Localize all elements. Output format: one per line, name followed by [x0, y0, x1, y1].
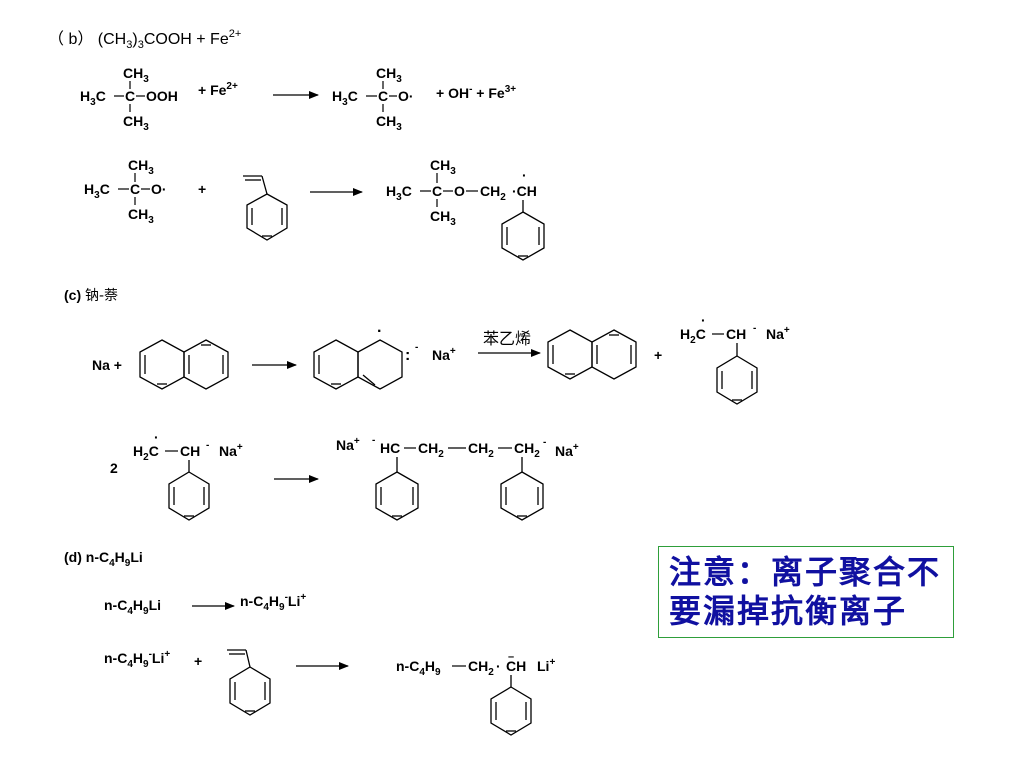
- living-anion-product: n-C4H9 CH2 · CH – Li+: [396, 651, 555, 678]
- note-line-2: 要漏掉抗衡离子: [669, 592, 908, 630]
- svg-text:CH: CH: [506, 658, 526, 674]
- svg-text:O: O: [454, 183, 465, 199]
- styrene-anion-phenyl-ring-2: [168, 460, 210, 521]
- naphthalene-product: [547, 329, 637, 380]
- styrene-molecule: [243, 175, 288, 241]
- svg-text:–: –: [508, 651, 514, 663]
- section-d-label: (d) n-C4H9Li: [64, 549, 143, 569]
- radical-dot: ·: [377, 323, 382, 340]
- living-anion-phenyl-ring: [490, 675, 532, 736]
- svg-text:·: ·: [522, 167, 527, 183]
- sodium-counterion: Na+: [432, 346, 456, 363]
- byproducts-oh-fe3: + OH- + Fe3+: [436, 84, 516, 101]
- arrow-label-styrene: 苯乙烯: [483, 330, 531, 348]
- tbuo-radical-2: CH3 H3C C O· CH3: [84, 157, 167, 226]
- svg-text:HC: HC: [380, 440, 400, 456]
- svg-text:OOH: OOH: [146, 88, 178, 104]
- sodium-reagent: Na +: [92, 357, 122, 373]
- styrene-dimer-dianion: Na+ - HC CH2 CH2 CH2 - Na+: [336, 435, 579, 460]
- adduct-phenyl-ring: [501, 200, 545, 261]
- svg-text:-: -: [753, 323, 756, 334]
- svg-text:CH2: CH2: [468, 658, 494, 678]
- svg-text:H3C: H3C: [332, 88, 358, 108]
- stoichiometric-coefficient: 2: [110, 460, 118, 476]
- svg-text:H3C: H3C: [80, 88, 106, 108]
- styrene-molecule-d: [227, 649, 271, 716]
- styrene-radical-anion-2: H2C · CH - Na+: [133, 429, 243, 463]
- section-c-label: (c) 钠-萘: [64, 287, 118, 304]
- carbanion-lone-pair: :: [405, 347, 410, 364]
- svg-text:C: C: [378, 88, 388, 104]
- fe2-reagent: + Fe2+: [198, 81, 238, 98]
- svg-text:CH: CH: [726, 326, 746, 342]
- dianion-phenyl-ring-right: [500, 457, 544, 521]
- dianion-phenyl-ring-left: [375, 457, 419, 521]
- svg-text:·: ·: [154, 429, 159, 445]
- svg-text:H3C: H3C: [84, 181, 110, 201]
- svg-text:H2C: H2C: [133, 443, 159, 463]
- svg-text:CH3: CH3: [376, 65, 402, 85]
- svg-text:CH3: CH3: [430, 157, 456, 177]
- svg-text:-: -: [543, 437, 546, 448]
- svg-text:·: ·: [496, 658, 501, 674]
- svg-text:C: C: [125, 88, 135, 104]
- svg-text:CH2: CH2: [468, 440, 494, 460]
- svg-text:-: -: [372, 435, 375, 446]
- svg-text:-: -: [206, 440, 209, 451]
- svg-text:CH: CH: [180, 443, 200, 459]
- section-b-label: （ b） (CH3)3COOH + Fe2+: [48, 28, 241, 51]
- plus-sign: +: [198, 181, 206, 197]
- svg-text:Na+: Na+: [336, 436, 360, 453]
- naphthalene-molecule: [139, 339, 229, 390]
- tbuo-radical: CH3 H3C C O· CH3: [332, 65, 414, 133]
- nbuli-ion-pair: n-C4H9-Li+: [240, 592, 306, 613]
- svg-text:H2C: H2C: [680, 326, 706, 346]
- svg-text:CH3: CH3: [128, 206, 154, 226]
- svg-text:CH2: CH2: [514, 440, 540, 460]
- svg-text:·CH: ·CH: [512, 183, 537, 199]
- svg-text:·: ·: [701, 312, 706, 328]
- svg-text:CH3: CH3: [128, 157, 154, 177]
- svg-text:O·: O·: [151, 181, 167, 197]
- styrene-anion-phenyl-ring: [716, 343, 758, 405]
- svg-text:Na+: Na+: [555, 442, 579, 459]
- svg-text:CH3: CH3: [430, 208, 456, 228]
- svg-text:O·: O·: [398, 88, 414, 104]
- svg-text:CH3: CH3: [123, 65, 149, 85]
- tbuo-styrene-adduct-radical: CH3 H3C C O CH2 ·CH · CH3: [386, 157, 537, 228]
- tbuooh-molecule: CH3 H3C C OOH CH3: [80, 65, 178, 133]
- nbuli-ion-pair-reagent: n-C4H9-Li+: [104, 649, 170, 670]
- svg-text:Na+: Na+: [219, 442, 243, 459]
- nbuli-reagent: n-C4H9Li: [104, 597, 161, 617]
- naphthalene-radical-anion: [313, 339, 403, 390]
- counterion-note-box: 注意：离子聚合不 要漏掉抗衡离子: [658, 546, 954, 638]
- svg-text:H3C: H3C: [386, 183, 412, 203]
- negative-charge: -: [415, 342, 418, 353]
- svg-text:CH3: CH3: [376, 113, 402, 133]
- svg-text:CH2: CH2: [480, 183, 506, 203]
- note-line-1: 注意：离子聚合不: [669, 553, 942, 591]
- plus-sign: +: [194, 653, 202, 669]
- svg-text:Na+: Na+: [766, 325, 790, 342]
- svg-text:C: C: [130, 181, 140, 197]
- svg-text:C: C: [432, 183, 442, 199]
- svg-text:Li+: Li+: [537, 657, 555, 674]
- svg-text:n-C4H9: n-C4H9: [396, 658, 441, 678]
- svg-text:CH2: CH2: [418, 440, 444, 460]
- svg-text:CH3: CH3: [123, 113, 149, 133]
- plus-sign: +: [654, 347, 662, 363]
- styrene-radical-anion: H2C · CH - Na+: [680, 312, 790, 346]
